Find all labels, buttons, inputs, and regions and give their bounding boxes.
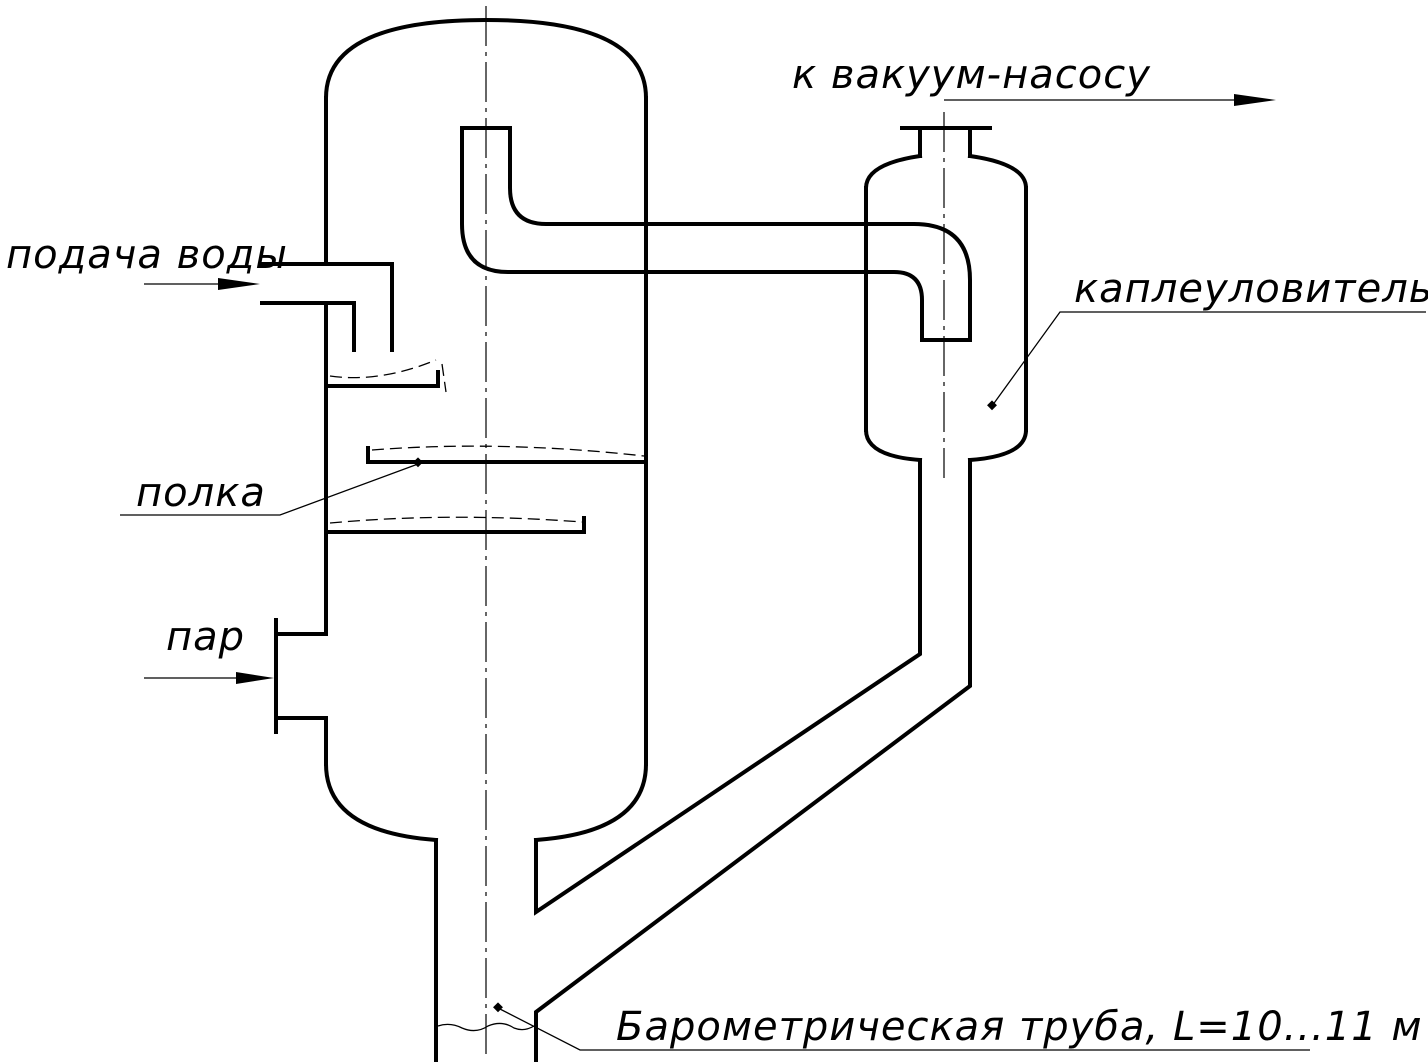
- droplet-catcher: [534, 126, 1029, 1062]
- label-shelf: полка: [136, 470, 266, 516]
- barometric-pipe: [434, 838, 535, 1062]
- label-water-supply: подача воды: [6, 232, 288, 278]
- label-droplet-catcher: каплеуловитель: [1074, 266, 1428, 312]
- vacuum-arrow: [944, 94, 1276, 106]
- label-vacuum-pump: к вакуум-насосу: [792, 52, 1151, 98]
- water-inlet-pipe: [260, 262, 394, 352]
- vapour-outlet-pipe: [460, 126, 972, 342]
- condenser-vessel: [323, 17, 649, 843]
- flow-arrows: [144, 94, 1276, 684]
- water-arrow: [144, 278, 260, 290]
- shelves: [326, 359, 646, 534]
- axis-lines: [485, 6, 945, 1060]
- label-barometric-pipe: Барометрическая труба, L=10...11 м: [616, 1004, 1423, 1050]
- steam-inlet-nozzle: [274, 618, 328, 734]
- label-steam: пар: [166, 614, 245, 660]
- leader-lines: [120, 311, 1426, 1051]
- steam-arrow: [144, 672, 274, 684]
- text-labels: подача воды к вакуум-насосу каплеуловите…: [6, 52, 1428, 1050]
